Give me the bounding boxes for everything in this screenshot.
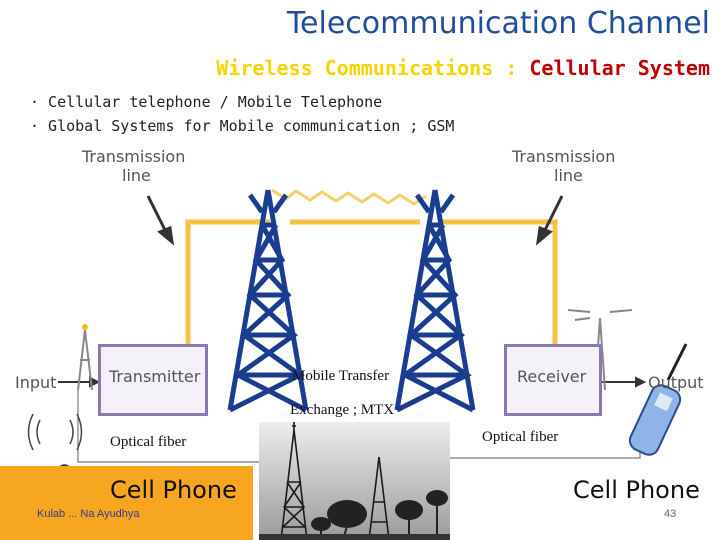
footer-author: Kulab ... Na Ayudhya (37, 508, 140, 520)
input-label: Input (15, 373, 57, 392)
mtx-label-line-1: Mobile Transfer (292, 368, 390, 384)
optical-fiber-right-label: Optical fiber (482, 429, 559, 445)
cell-phone-left-label: Cell Phone (110, 476, 237, 504)
cell-phone-right-label: Cell Phone (573, 476, 700, 504)
slide-subtitle: Wireless Communications : Cellular Syste… (216, 56, 710, 80)
bullet-item: · Cellular telephone / Mobile Telephone (30, 93, 383, 111)
transmitter-box: Transmitter (98, 344, 208, 416)
mtx-photo (259, 422, 450, 540)
transmission-lines (185, 188, 558, 345)
slide-title: Telecommunication Channel (286, 6, 710, 41)
mtx-label-line-2: Exchange ; MTX (290, 402, 395, 418)
output-label: Output (648, 373, 704, 392)
footer-orange-band (0, 466, 253, 540)
left-tower-icon (227, 189, 309, 413)
bullet-item: · Global Systems for Mobile communicatio… (30, 117, 455, 135)
subtitle-part-1: Wireless Communications : (216, 56, 530, 80)
label-line-1: Transmission (512, 147, 616, 166)
transmission-line-right-label: Transmission line (512, 147, 615, 185)
label-line-2: line (122, 166, 151, 185)
subtitle-part-2: Cellular System (529, 56, 710, 80)
label-line-2: line (554, 166, 583, 185)
right-tower-icon (394, 189, 476, 413)
receiver-box: Receiver (504, 344, 602, 416)
cell-phone-right-icon (628, 343, 688, 456)
page-number: 43 (664, 508, 677, 520)
label-line-1: Transmission (82, 147, 186, 166)
pointer-arrows (146, 195, 564, 246)
optical-fiber-left-label: Optical fiber (110, 434, 187, 450)
receiver-label: Receiver (517, 367, 587, 386)
transmitter-label: Transmitter (109, 367, 201, 386)
signal-waves-icon (27, 413, 83, 451)
transmission-line-left-label: Transmission line (82, 147, 185, 185)
